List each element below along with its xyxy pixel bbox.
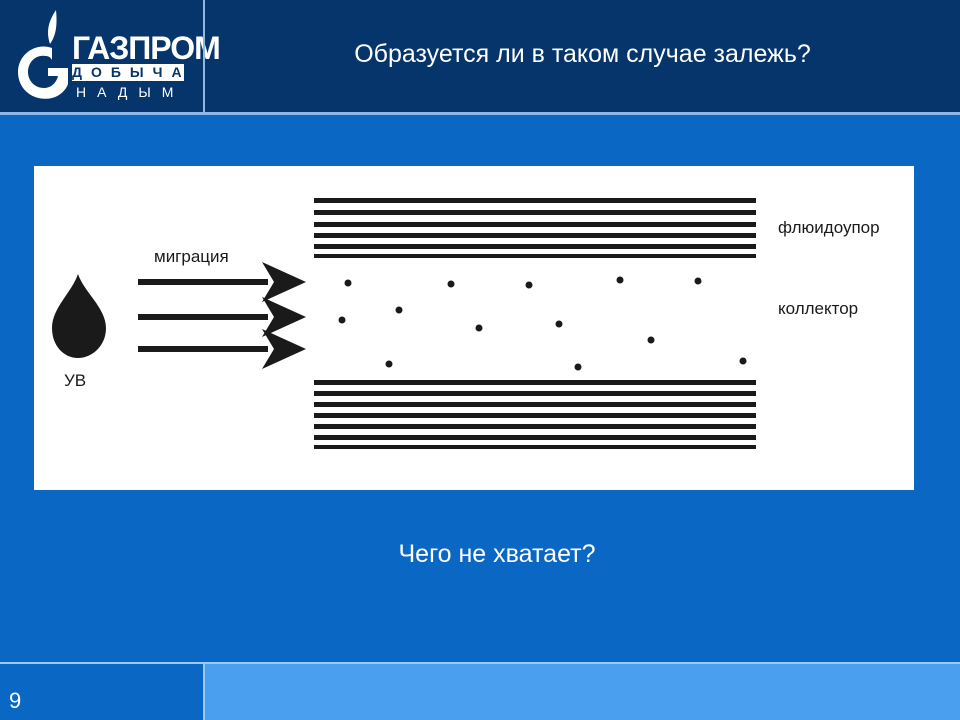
reservoir-label: коллектор (778, 299, 858, 318)
gazprom-flame-icon (18, 10, 68, 99)
migration-label: миграция (154, 247, 229, 266)
slide-title: Образуется ли в таком случае залежь? (354, 40, 811, 68)
seal-layers-bottom (314, 380, 756, 449)
logo-divider (203, 0, 205, 112)
footer-page-box (0, 664, 203, 720)
seal-layers-top (314, 198, 756, 258)
company-logo: ГАЗПРОМ ДОБЫЧА НАДЫМ (0, 0, 221, 112)
arrow-right-icon (138, 262, 306, 369)
seal-label: флюидоупор (778, 218, 880, 237)
logo-subtitle: ДОБЫЧА (72, 64, 191, 81)
logo-region: НАДЫМ (76, 84, 185, 100)
trap-diagram-panel: миграция УВ флюидоупор коллектор (34, 166, 914, 490)
logo-wordmark: ГАЗПРОМ (72, 30, 221, 66)
reservoir-pores (338, 276, 747, 371)
question-text: Чего не хватает? (398, 540, 596, 568)
source-label: УВ (64, 371, 86, 390)
header-divider (0, 112, 960, 115)
footer-divider (0, 662, 960, 664)
oil-drop-icon (52, 274, 106, 358)
page-number: 9 (9, 688, 22, 713)
header-bar (0, 0, 960, 112)
footer-vertical-divider (203, 664, 205, 720)
